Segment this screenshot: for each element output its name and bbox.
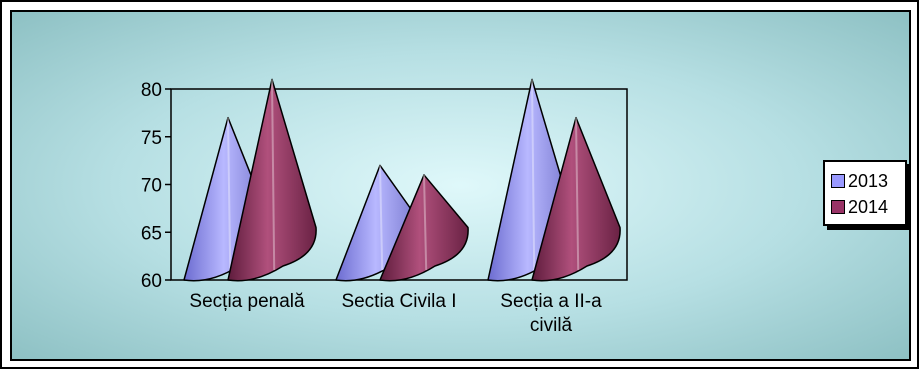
cone-highlight: [227, 117, 232, 271]
x-tick-label: Secția penală: [189, 291, 305, 312]
cone-2014-3: [531, 116, 621, 282]
y-tick-label: 70: [141, 176, 162, 197]
legend-item-2014: 2014: [831, 196, 888, 218]
y-tick-label: 60: [141, 271, 162, 292]
y-tick-label: 65: [141, 223, 162, 244]
x-tick-label: Sectia Civila I: [341, 291, 456, 312]
chart-background: [10, 10, 911, 361]
legend-swatch-2013: [831, 174, 845, 188]
legend-label-2013: 2013: [848, 170, 889, 191]
legend-box: 2013 2014: [823, 160, 907, 226]
cone-2014-1: [227, 78, 317, 282]
legend-label-2014: 2014: [848, 196, 889, 217]
cone-highlight: [379, 165, 384, 271]
cone-2014-2: [379, 174, 469, 282]
legend: 2013 2014: [823, 160, 911, 230]
cone-highlight: [575, 117, 580, 271]
cone-highlight: [271, 79, 276, 271]
cone-highlight: [531, 79, 536, 271]
legend-item-2013: 2013: [831, 170, 888, 192]
legend-swatch-2014: [831, 200, 845, 214]
cone-highlight: [423, 174, 428, 271]
y-tick-label: 75: [141, 128, 162, 149]
y-tick-label: 80: [141, 80, 162, 101]
